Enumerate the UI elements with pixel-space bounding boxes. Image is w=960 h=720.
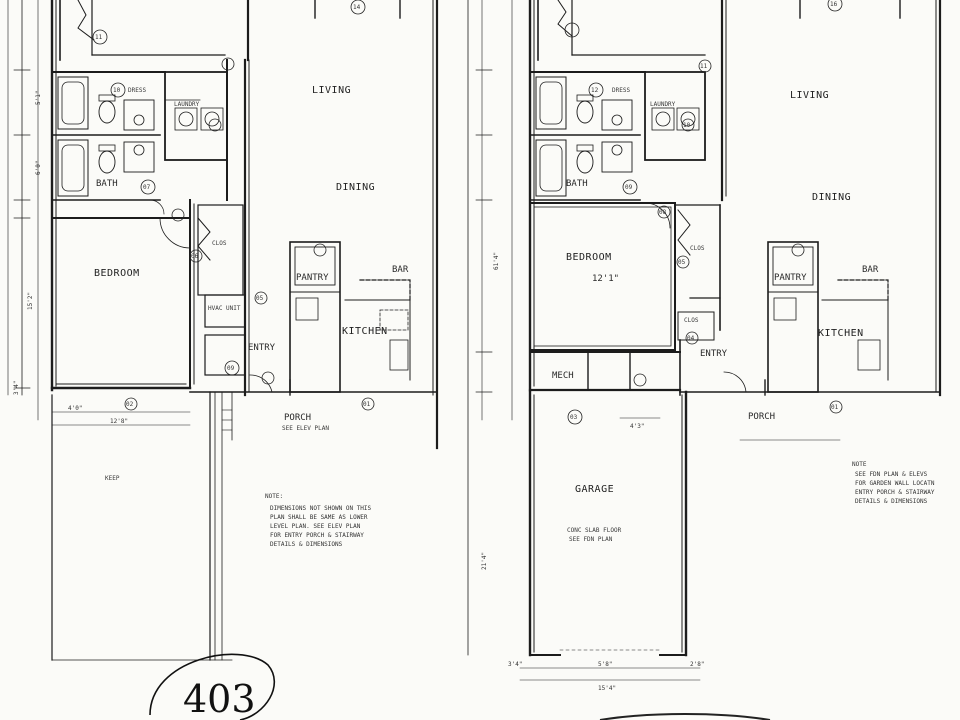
- door-tag: 01: [363, 401, 371, 408]
- door-tag: 12: [591, 87, 599, 94]
- room-label-living: LIVING: [790, 90, 829, 101]
- dim-text: 61'4": [493, 252, 500, 270]
- room-label-dress: DRESS: [612, 87, 630, 94]
- room-label-dining: DINING: [336, 182, 375, 193]
- handwritten-sheet-number: 403: [149, 653, 275, 720]
- room-label-kitchen: KITCHEN: [818, 328, 864, 339]
- scan-edge-mark: [599, 713, 771, 720]
- room-label-mech: MECH: [552, 371, 574, 381]
- dim-text: 2'8": [690, 661, 704, 668]
- door-tag: 01: [831, 404, 839, 411]
- room-label-garage: GARAGE: [575, 484, 614, 495]
- left-note-block: NOTE: DIMENSIONS NOT SHOWN ON THIS PLAN …: [265, 493, 372, 548]
- room-label-clos: CLOS: [684, 317, 699, 324]
- room-label-dress: DRESS: [128, 87, 146, 94]
- note-line: DETAILS & DIMENSIONS: [270, 541, 343, 548]
- note-line: FOR GARDEN WALL LOCATN: [855, 480, 935, 487]
- room-label-pantry: PANTRY: [296, 273, 329, 283]
- room-label-laundry: LAUNDRY: [174, 101, 200, 108]
- note-line: PLAN SHALL BE SAME AS LOWER: [270, 514, 368, 521]
- room-label-entry: ENTRY: [700, 349, 728, 359]
- room-label-entry: ENTRY: [248, 343, 276, 353]
- handwritten-number: 403: [183, 677, 256, 720]
- left-room-labels: LIVING DINING BEDROOM KITCHEN PANTRY ENT…: [94, 85, 409, 482]
- dim-text: 5'8": [598, 661, 612, 668]
- dim-text: 4'0": [68, 405, 82, 412]
- door-tag: 05: [678, 259, 686, 266]
- dim-text: 15'4": [598, 685, 616, 692]
- room-label-bar: BAR: [392, 265, 409, 275]
- room-label-bedroom: BEDROOM: [94, 268, 140, 279]
- right-note-block: NOTE SEE FDN PLAN & ELEVS FOR GARDEN WAL…: [852, 461, 935, 505]
- note-title: NOTE: [852, 461, 867, 468]
- door-tag: 10: [683, 122, 691, 129]
- dim-text: 6'0": [35, 161, 42, 175]
- door-tag: 09: [227, 365, 235, 372]
- garage-note-2: SEE FDN PLAN: [569, 536, 613, 543]
- door-tag: 09: [625, 184, 633, 191]
- bedroom-dimension: 12'1": [592, 274, 619, 284]
- room-label-porch: PORCH: [748, 412, 775, 422]
- room-label-clos: CLOS: [690, 245, 705, 252]
- right-door-tags: [564, 0, 843, 425]
- room-label-bath: BATH: [566, 179, 588, 189]
- door-tag: 11: [700, 63, 708, 70]
- room-label-laundry: LAUNDRY: [650, 101, 676, 108]
- room-label-kitchen: KITCHEN: [342, 326, 388, 337]
- room-label-bath: BATH: [96, 179, 118, 189]
- dim-text: 21'4": [481, 552, 488, 570]
- dim-text: 3'4": [508, 661, 522, 668]
- note-line: ENTRY PORCH & STAIRWAY: [855, 489, 935, 496]
- note-line: FOR ENTRY PORCH & STAIRWAY: [270, 532, 364, 539]
- note-line: DETAILS & DIMENSIONS: [855, 498, 928, 505]
- left-dimensions: 4'0" 12'8" 5'1" 6'0" 15'2" 3'4": [13, 91, 128, 425]
- dim-text: 15'2": [27, 292, 34, 310]
- dim-text: 12'8": [110, 418, 128, 425]
- door-tag: 16: [830, 1, 838, 8]
- door-tag: 06: [191, 253, 199, 260]
- porch-sublabel: SEE ELEV PLAN: [282, 425, 329, 432]
- door-tag: 11: [95, 34, 103, 41]
- room-label-bedroom: BEDROOM: [566, 252, 612, 263]
- note-title: NOTE:: [265, 493, 283, 500]
- garage-note-1: CONC SLAB FLOOR: [567, 527, 622, 534]
- note-line: DIMENSIONS NOT SHOWN ON THIS: [270, 505, 372, 512]
- door-tag: 08: [659, 209, 667, 216]
- dim-text: 5'1": [35, 91, 42, 105]
- door-tag: 14: [353, 4, 361, 11]
- left-door-tags: [92, 0, 375, 411]
- door-tag: 07: [143, 184, 151, 191]
- note-line: LEVEL PLAN. SEE ELEV PLAN: [270, 523, 361, 530]
- room-label-bar: BAR: [862, 265, 879, 275]
- door-tag: 03: [570, 414, 578, 421]
- note-line: SEE FDN PLAN & ELEVS: [855, 471, 928, 478]
- door-tag: 05: [256, 295, 264, 302]
- right-room-labels: LIVING DINING BEDROOM 12'1" KITCHEN PANT…: [552, 87, 879, 543]
- room-label-pantry: PANTRY: [774, 273, 807, 283]
- left-door-tag-labels: 11 10 14 07 06 05 09 02 01: [95, 4, 371, 408]
- door-tag: 10: [113, 87, 121, 94]
- room-label-porch: PORCH: [284, 413, 311, 423]
- dim-text: 4'3": [630, 423, 644, 430]
- right-dimensions: 3'4" 5'8" 15'4" 2'8" 4'3" 21'4" 61'4": [481, 252, 704, 692]
- dim-text: 3'4": [13, 381, 20, 395]
- room-label-hvac: HVAC UNIT: [208, 305, 241, 312]
- room-label-dining: DINING: [812, 192, 851, 203]
- room-label-clos: CLOS: [212, 240, 227, 247]
- area-label-keep: KEEP: [105, 475, 120, 482]
- left-unit-plan: [7, 0, 439, 661]
- door-tag: 02: [126, 401, 134, 408]
- room-label-living: LIVING: [312, 85, 351, 96]
- door-tag: 04: [687, 335, 695, 342]
- right-door-tag-labels: 16 12 11 10 09 08 05 04 03 01: [570, 1, 839, 421]
